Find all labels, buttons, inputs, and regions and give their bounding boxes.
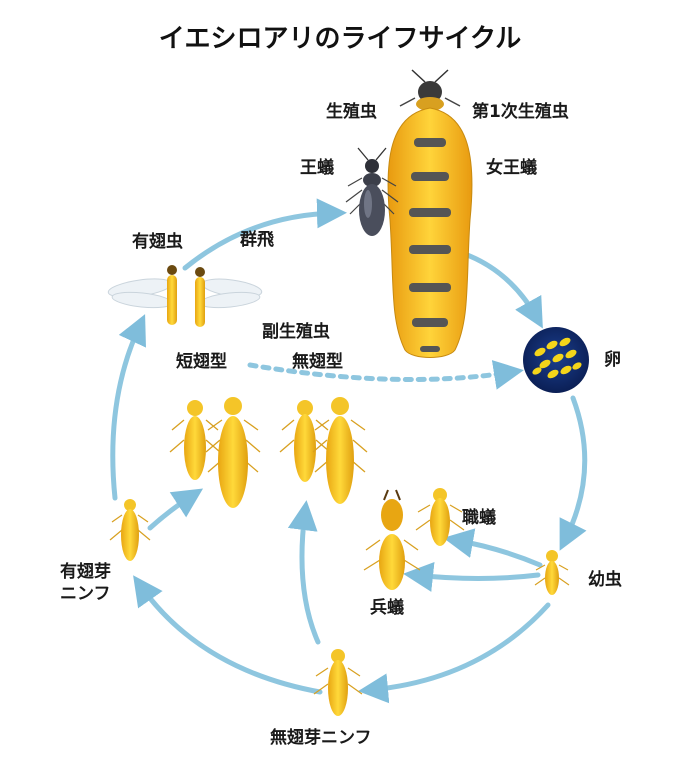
arrow-larva-to-soldier bbox=[403, 562, 541, 592]
label-king: 王蟻 bbox=[300, 158, 334, 178]
label-egg: 卵 bbox=[604, 350, 621, 370]
queen-bands bbox=[409, 138, 451, 352]
brachypterous-termites bbox=[169, 397, 261, 508]
brachypterous-small bbox=[169, 400, 221, 480]
label-primary-reproductive: 第1次生殖虫 bbox=[472, 102, 569, 122]
label-secondary-reproductive: 副生殖虫 bbox=[262, 322, 330, 342]
wingless-nymph-termite bbox=[313, 649, 363, 716]
alate-termites bbox=[107, 265, 263, 327]
label-alate: 有翅虫 bbox=[132, 232, 183, 252]
apterous-large bbox=[312, 397, 368, 504]
wing-pad-nymph-termite bbox=[109, 499, 151, 561]
arrow-swarming bbox=[182, 198, 347, 271]
arrow-wingpad-to-alate bbox=[110, 314, 146, 501]
label-wing-pad-nymph-line1: 有翅芽 bbox=[60, 562, 111, 582]
arrow-egg-to-larva bbox=[559, 395, 588, 551]
apterous-termites bbox=[279, 397, 368, 504]
king-termite bbox=[345, 147, 399, 236]
label-reproductive: 生殖虫 bbox=[326, 102, 377, 122]
label-soldier: 兵蟻 bbox=[370, 598, 404, 618]
arrow-wingless-to-apterous bbox=[287, 500, 321, 645]
larva-termite bbox=[534, 550, 570, 595]
arrow-secondary-to-egg bbox=[247, 360, 524, 390]
arrow-queen-to-egg bbox=[459, 250, 543, 329]
label-larva: 幼虫 bbox=[588, 570, 622, 590]
label-apterous: 無翅型 bbox=[292, 352, 343, 372]
label-brachypterous: 短翅型 bbox=[176, 352, 227, 372]
apterous-small bbox=[279, 400, 331, 482]
alate-1 bbox=[167, 265, 177, 325]
label-swarming: 群飛 bbox=[240, 230, 274, 250]
soldier-termite bbox=[363, 489, 421, 590]
page-title: イエシロアリのライフサイクル bbox=[158, 24, 522, 54]
alate-2 bbox=[195, 267, 205, 327]
arrow-larva-to-wingless-nymph bbox=[358, 602, 551, 704]
arrow-larva-to-worker bbox=[443, 528, 543, 568]
label-wing-pad-nymph-line2: ニンフ bbox=[60, 584, 111, 604]
arrow-wingpad-to-brachypterous bbox=[147, 488, 204, 531]
label-worker: 職蟻 bbox=[462, 508, 496, 528]
label-wingless-nymph: 無翅芽ニンフ bbox=[270, 728, 372, 748]
brachypterous-large bbox=[205, 397, 261, 508]
worker-termite bbox=[415, 488, 465, 546]
egg-cluster bbox=[523, 327, 589, 393]
arrow-wingless-to-wingpad-nymph bbox=[133, 575, 323, 695]
queen-termite bbox=[387, 69, 473, 358]
label-queen: 女王蟻 bbox=[486, 158, 537, 178]
arrows bbox=[110, 198, 588, 704]
